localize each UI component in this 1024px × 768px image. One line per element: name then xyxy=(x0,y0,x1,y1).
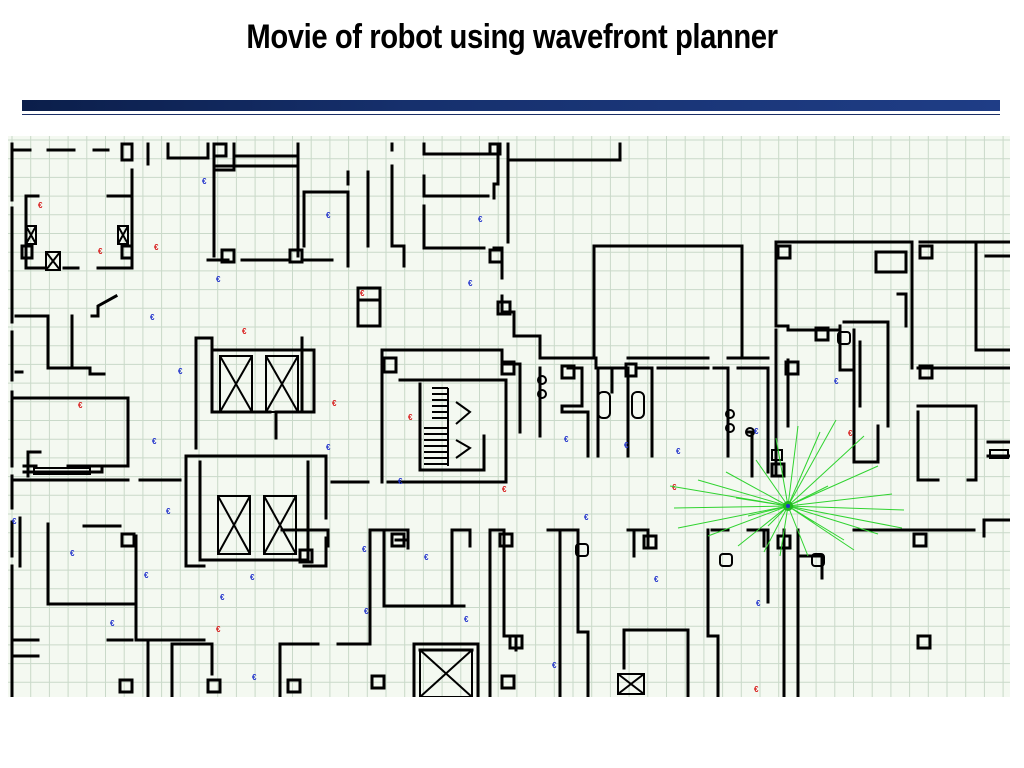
waypoint-marker-icon: € xyxy=(398,477,403,486)
waypoint-marker-icon: € xyxy=(848,429,853,438)
sensor-ray xyxy=(787,431,821,507)
sensor-ray xyxy=(763,505,789,553)
sensor-ray xyxy=(747,505,789,517)
waypoint-marker-icon: € xyxy=(250,573,255,582)
stairwell-icon xyxy=(424,387,472,466)
waypoint-marker-icon: € xyxy=(242,327,247,336)
waypoint-marker-icon: € xyxy=(424,553,429,562)
waypoint-marker-icon: € xyxy=(150,313,155,322)
map-grid xyxy=(8,136,1010,697)
waypoint-marker-icon: € xyxy=(166,507,171,516)
sensor-ray xyxy=(787,465,879,507)
waypoint-marker-icon: € xyxy=(178,367,183,376)
waypoint-marker-icon: € xyxy=(216,625,221,634)
sensor-ray xyxy=(787,505,905,511)
waypoint-marker-icon: € xyxy=(502,485,507,494)
waypoint-marker-icon: € xyxy=(38,201,43,210)
title-divider-bar xyxy=(22,100,1000,111)
title-divider-rule xyxy=(22,114,1000,115)
sensor-ray xyxy=(735,497,789,507)
robot-icon xyxy=(783,501,793,511)
waypoint-marker-icon: € xyxy=(564,435,569,444)
waypoint-marker-icon: € xyxy=(12,517,17,526)
waypoint-marker-icon: € xyxy=(326,443,331,452)
waypoint-marker-icon: € xyxy=(468,279,473,288)
waypoint-marker-icon: € xyxy=(834,377,839,386)
waypoint-marker-icon: € xyxy=(360,289,365,298)
waypoint-marker-icon: € xyxy=(144,571,149,580)
sensor-ray xyxy=(787,505,815,523)
sensor-ray xyxy=(697,479,789,507)
waypoint-marker-icon: € xyxy=(220,593,225,602)
floor-plan-map: € € € € € € € € € € € € € € € € € € € € € € € € € € € € € € € € € € € € € € € €… xyxy=(8,136,1010,697)
waypoint-marker-icon: € xyxy=(332,399,337,408)
sensor-ray xyxy=(787,435,865,507)
sensor-ray xyxy=(775,437,789,507)
sensor-ray xyxy=(779,505,789,557)
waypoint-marker-icon: € xyxy=(154,243,159,252)
waypoint-marker-icon: € xyxy=(362,545,367,554)
waypoint-marker-icon: € xyxy=(672,483,677,492)
slide-title: Movie of robot using wavefront planner xyxy=(246,18,778,56)
waypoint-marker-icon: € xyxy=(676,447,681,456)
sensor-rays xyxy=(669,419,905,557)
waypoint-marker-icon: € xyxy=(464,615,469,624)
waypoint-marker-icon: € xyxy=(654,575,659,584)
fixtures xyxy=(33,331,1009,567)
sensor-ray xyxy=(673,505,789,509)
sensor-ray xyxy=(755,459,789,507)
waypoint-marker-icon: € xyxy=(70,549,75,558)
waypoint-marker-icon: € xyxy=(408,413,413,422)
sensor-ray xyxy=(787,493,893,507)
sensor-ray xyxy=(707,505,789,537)
sensor-ray xyxy=(725,471,789,507)
waypoint-marker-icon: € xyxy=(552,661,557,670)
sensor-ray xyxy=(787,425,799,507)
elevator-shaft-icon xyxy=(25,225,645,697)
sensor-ray xyxy=(737,505,789,547)
sensor-ray xyxy=(787,419,837,507)
waypoint-marker-icon: € xyxy=(754,685,759,694)
waypoint-marker-icon: € xyxy=(364,607,369,616)
sensor-ray xyxy=(787,505,903,529)
waypoint-marker-icon: € xyxy=(756,599,761,608)
waypoint-marker-icon: € xyxy=(98,247,103,256)
waypoint-marker-icon: € xyxy=(110,619,115,628)
waypoint-marker-icon: € xyxy=(152,437,157,446)
waypoint-marker-icon: € xyxy=(478,215,483,224)
waypoint-marker-icon: € xyxy=(252,673,257,682)
waypoint-marker-icon: € xyxy=(202,177,207,186)
waypoint-marker-icon: € xyxy=(326,211,331,220)
sensor-ray xyxy=(787,485,829,507)
waypoint-marker-icon: € xyxy=(754,427,759,436)
sensor-ray xyxy=(677,505,789,529)
waypoint-marker-icon: € xyxy=(78,401,83,410)
waypoint-marker-icon: € xyxy=(584,513,589,522)
sensor-ray xyxy=(787,505,809,557)
waypoint-marker-icon: € xyxy=(624,441,629,450)
sensor-ray xyxy=(787,505,879,535)
waypoint-marker-icon: € € € € € € € € € € € € € € € € € € € € € € € € € € € € € € € € € € € € € € € €… xyxy=(12,177,853,694)
waypoint-marker-icon: € xyxy=(216,275,221,284)
